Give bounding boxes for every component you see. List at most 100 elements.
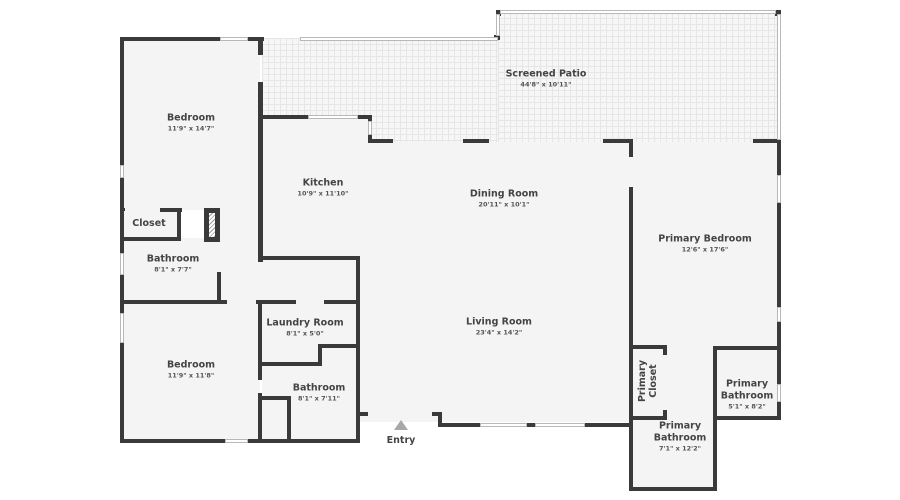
- wall: [713, 346, 717, 358]
- room-label-bathroom-1: Bathroom 8'1" x 7'7": [147, 254, 200, 275]
- wall: [258, 396, 290, 400]
- window: [120, 253, 124, 275]
- room-name: Kitchen: [302, 177, 344, 189]
- wall: [256, 300, 296, 304]
- room-name: Primary Bedroom: [658, 233, 752, 245]
- room-dimensions: 12'6" x 17'6": [681, 245, 729, 254]
- room-label-closet: Closet: [132, 218, 165, 230]
- wall: [629, 139, 633, 157]
- window: [220, 37, 248, 41]
- wall: [603, 139, 633, 143]
- room-name: Bathroom: [146, 253, 200, 265]
- room-label-living-room: Living Room 23'4" x 14'2": [466, 317, 532, 338]
- wall: [629, 345, 667, 349]
- room-name-line2: Bathroom: [653, 432, 707, 444]
- room-name-line1: Primary: [658, 420, 702, 432]
- wall: [663, 410, 667, 420]
- room-dimensions: 8'1" x 7'11": [297, 394, 341, 403]
- window: [777, 14, 781, 140]
- window: [120, 313, 124, 343]
- window: [777, 384, 781, 402]
- room-name-line1: Primary: [725, 378, 769, 390]
- room-name: Closet: [132, 218, 166, 229]
- entry-arrow-icon: [394, 420, 408, 430]
- room-label-screened-patio: Screened Patio 44'8" x 10'11": [506, 69, 587, 90]
- room-name: Laundry Room: [266, 317, 344, 329]
- window: [225, 439, 248, 443]
- wall: [258, 362, 320, 366]
- window: [500, 10, 776, 14]
- wall: [713, 416, 781, 420]
- room-label-bathroom-2: Bathroom 8'1" x 7'11": [293, 383, 346, 404]
- window: [308, 115, 358, 119]
- window: [300, 37, 498, 41]
- wall: [160, 208, 182, 212]
- wall: [318, 344, 322, 366]
- window: [120, 165, 124, 178]
- wall: [258, 393, 262, 443]
- window: [480, 423, 527, 427]
- wall: [663, 345, 667, 355]
- wall: [629, 416, 667, 420]
- window: [496, 14, 500, 36]
- bathroom-2-floor: [262, 364, 357, 440]
- room-dimensions: 11'9" x 14'7": [167, 124, 215, 133]
- wall: [496, 10, 501, 16]
- laundry-room-floor: [262, 302, 357, 364]
- wall: [120, 178, 124, 253]
- wall: [217, 272, 221, 304]
- room-name: Bedroom: [166, 112, 216, 124]
- room-dimensions: 5'1" x 8'2": [728, 402, 766, 411]
- wall: [463, 139, 489, 143]
- room-label-primary-bathroom-large: Primary Bathroom 7'1" x 12'2": [654, 421, 707, 454]
- wall: [527, 423, 535, 427]
- wall: [318, 344, 358, 348]
- wall: [258, 115, 308, 119]
- wall: [356, 412, 368, 416]
- wall: [438, 412, 442, 426]
- wall: [216, 208, 220, 242]
- room-label-primary-closet: Primary Closet: [637, 360, 659, 402]
- room-dimensions: 7'1" x 12'2": [658, 444, 702, 453]
- wall: [585, 423, 632, 427]
- room-name-line2: Bathroom: [720, 390, 774, 402]
- wall: [258, 300, 262, 380]
- room-label-primary-bedroom: Primary Bedroom 12'6" x 17'6": [658, 234, 752, 255]
- wall: [358, 115, 372, 119]
- wall: [777, 139, 781, 175]
- room-dimensions: 11'9" x 11'8": [167, 371, 215, 380]
- wall: [204, 208, 208, 242]
- wall: [177, 208, 181, 240]
- primary-bathroom-small-floor: [716, 349, 778, 417]
- window: [368, 121, 372, 135]
- wall: [258, 37, 263, 55]
- wall: [204, 208, 220, 212]
- wall: [324, 300, 360, 304]
- wall: [432, 412, 442, 416]
- room-name: Dining Room: [469, 188, 539, 200]
- wall: [120, 37, 220, 41]
- room-name: Bedroom: [166, 359, 216, 371]
- room-dimensions: 23'4" x 14'2": [475, 328, 523, 337]
- wall: [775, 10, 781, 16]
- closet-floor: [123, 210, 180, 238]
- wall: [120, 439, 225, 443]
- room-label-primary-bathroom-small: Primary Bathroom 5'1" x 8'2": [721, 379, 774, 412]
- wall: [777, 322, 781, 384]
- room-dimensions: 8'1" x 7'7": [154, 265, 192, 274]
- hatched-column: [208, 212, 216, 238]
- window: [777, 175, 781, 203]
- wall: [356, 256, 360, 262]
- room-label-dining-room: Dining Room 20'11" x 10'1": [470, 189, 538, 210]
- wall: [120, 275, 124, 313]
- room-name-line2: Closet: [648, 364, 659, 398]
- wall: [777, 203, 781, 307]
- room-dimensions: 8'1" x 5'0": [286, 329, 324, 338]
- screened-patio-floor-upper: [498, 12, 778, 142]
- wall: [438, 423, 480, 427]
- wall: [204, 238, 220, 242]
- room-dimensions: 44'8" x 10'11": [520, 80, 572, 89]
- room-label-kitchen: Kitchen 10'9" x 11'10": [297, 178, 348, 199]
- wall: [629, 187, 633, 491]
- wall: [258, 82, 263, 262]
